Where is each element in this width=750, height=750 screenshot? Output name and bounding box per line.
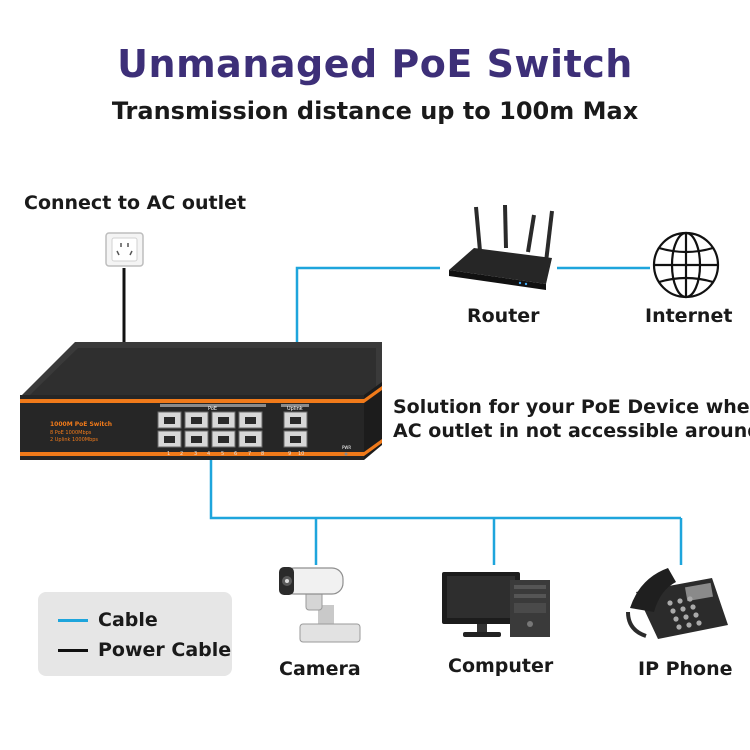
port-number-10: 10 [298,451,304,457]
port-number-4: 4 [207,451,210,457]
port-number-1: 1 [167,451,170,457]
port-number-3: 3 [194,451,197,457]
port-number-2: 2 [180,451,183,457]
computer-label: Computer [448,655,554,677]
legend: Cable Power Cable [38,592,232,676]
port-number-8: 8 [261,451,264,457]
internet-globe-icon [652,231,720,299]
internet-label: Internet [645,305,733,327]
port-number-5: 5 [221,451,224,457]
legend-power-label: Power Cable [98,639,232,661]
switch-spec1-text: 8 PoE 1000Mbps [50,430,92,436]
switch-model-text: 1000M PoE Switch [50,421,112,428]
switch-uplink-label: Uplink [287,406,303,412]
switch-spec2-text: 2 Uplink 1000Mbps [50,437,98,443]
ac-outlet-label: Connect to AC outlet [24,192,247,214]
port-number-9: 9 [288,451,291,457]
legend-cable-row: Cable [58,608,158,632]
port-number-7: 7 [248,451,251,457]
router-icon [449,204,554,290]
legend-power-row: Power Cable [58,638,231,662]
camera-label: Camera [279,658,361,680]
power-led [344,452,348,456]
port-number-labels: 1 2 3 4 5 6 7 8 9 10 [167,451,304,457]
solution-text-line2: AC outlet in not accessible around [393,420,750,442]
power-cable [100,268,126,354]
switch-poe-label: PoE [208,406,217,412]
router-label: Router [467,305,540,327]
cable-switch-to-devices [209,460,681,520]
poe-switch: 1000M PoE Switch 8 PoE 1000Mbps 2 Uplink… [20,342,382,460]
ip-phone-label: IP Phone [638,658,733,680]
legend-power-swatch [58,648,88,652]
page-title: Unmanaged PoE Switch [117,42,633,86]
solution-text-line1: Solution for your PoE Device when [393,396,750,418]
port-number-6: 6 [234,451,237,457]
legend-cable-label: Cable [98,609,158,631]
switch-pwr-label: PWR [342,445,351,450]
legend-cable-swatch [58,618,88,622]
computer-icon [442,572,550,637]
ip-phone-icon [626,568,728,639]
camera-icon [279,567,361,643]
page-subtitle: Transmission distance up to 100m Max [111,97,639,125]
ac-outlet-icon [105,232,144,267]
